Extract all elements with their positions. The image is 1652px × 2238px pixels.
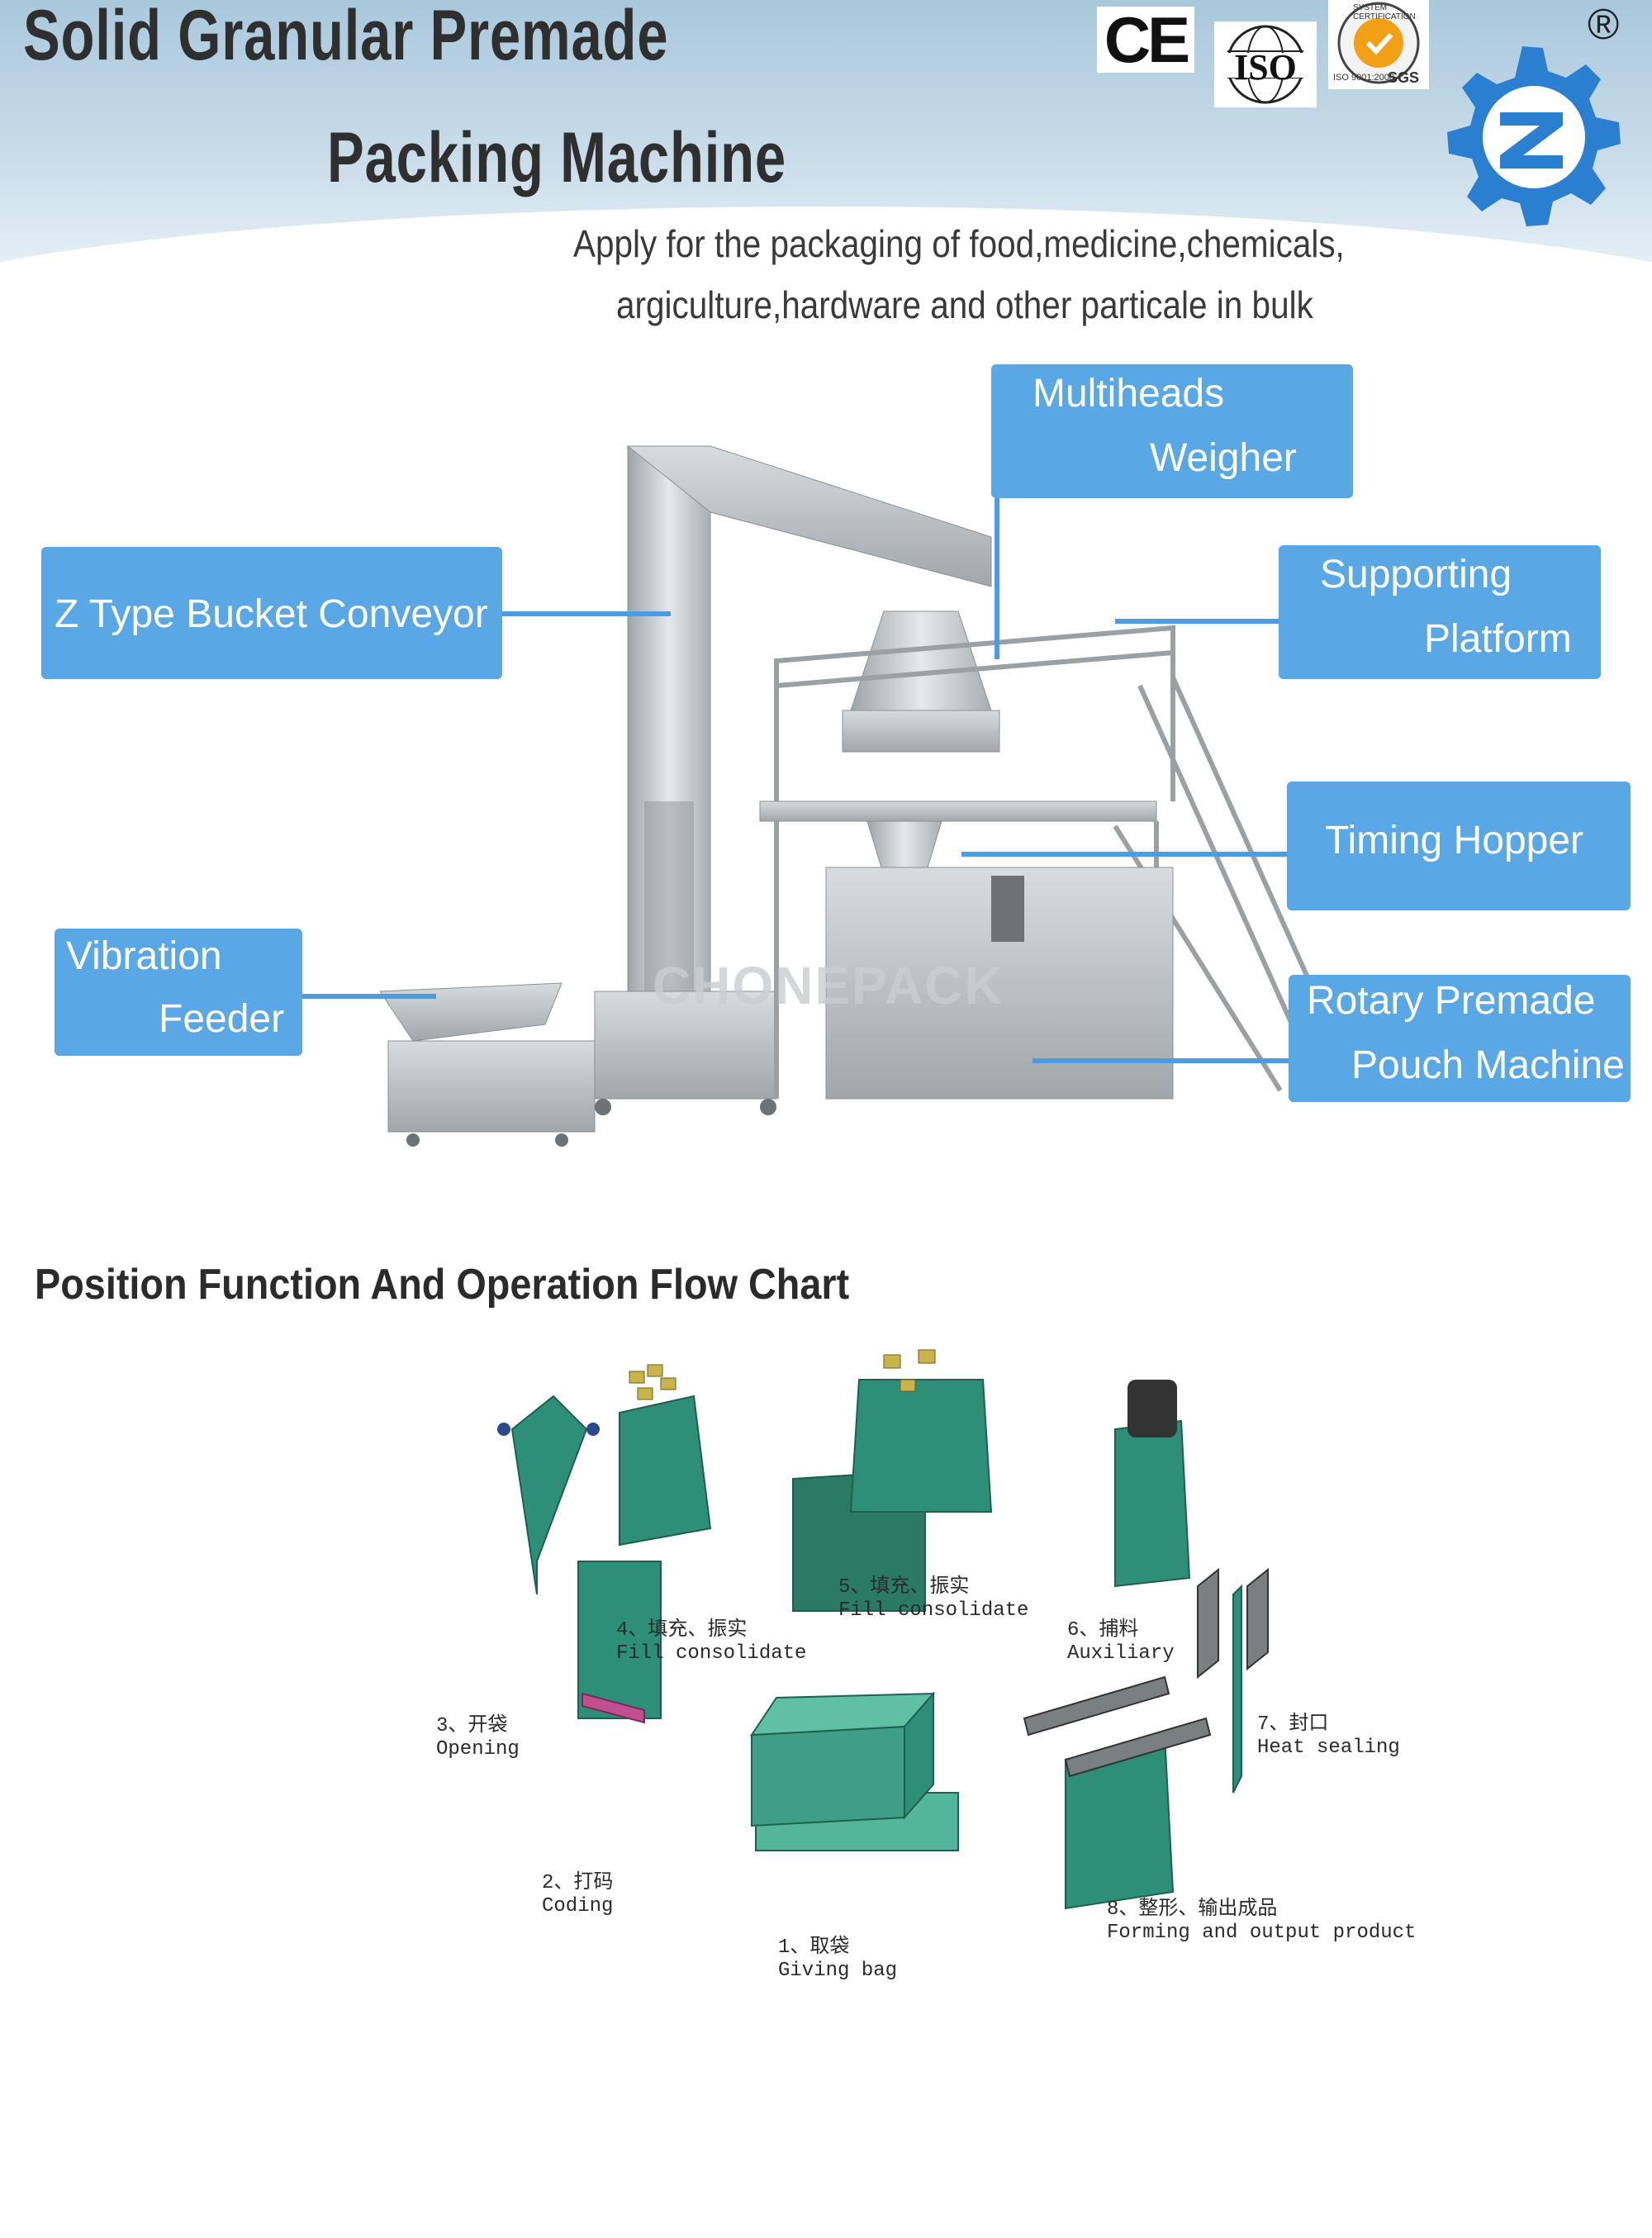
step7-label: 7、封口 Heat sealing: [1257, 1713, 1400, 1760]
step6-label: 6、捕料 Auxiliary: [1067, 1619, 1175, 1665]
step7-label-en: Heat sealing: [1257, 1737, 1400, 1759]
sgs-standard-text: ISO 9001:2000: [1333, 73, 1395, 83]
step3-label-en: Opening: [436, 1738, 520, 1760]
callout-supporting-platform: Supporting Platform: [1279, 545, 1601, 679]
callout-platform-line1: Supporting: [1320, 553, 1512, 596]
callout-vibration-line2: Feeder: [159, 997, 285, 1041]
control-panel: [991, 876, 1024, 942]
step3-opening-bag: [497, 1395, 600, 1595]
company-gear-logo-icon: [1447, 46, 1621, 226]
step4-label: 4、填充、振实 Fill consolidate: [616, 1619, 806, 1665]
step2-label: 2、打码 Coding: [542, 1872, 613, 1918]
conveyor-base: [594, 991, 777, 1100]
banner-wave: [0, 207, 1652, 347]
leader-timing-hopper: [961, 852, 1287, 857]
callout-z-bucket-conveyor: Z Type Bucket Conveyor: [41, 547, 502, 679]
subtitle-line2: argiculture,hardware and other particale…: [616, 283, 1313, 326]
step8-label-en: Forming and output product: [1107, 1922, 1417, 1944]
vibration-feeder-hopper: [379, 982, 563, 1042]
vibration-feeder-body: [387, 1040, 596, 1133]
step1-label-en: Giving bag: [778, 1960, 898, 1982]
weigher-base: [842, 710, 1000, 753]
callout-platform-line2: Platform: [1424, 617, 1572, 661]
iso-text: ISO: [1234, 47, 1297, 88]
packing-machine-illustration: [379, 445, 1357, 1147]
step5-label: 5、填充、振实 Fill consolidate: [838, 1576, 1028, 1623]
callout-bucket-conveyor-text: Z Type Bucket Conveyor: [55, 592, 488, 636]
step4-label-en: Fill consolidate: [616, 1642, 807, 1665]
step3-label: 3、开袋 Opening: [436, 1715, 520, 1761]
callout-multiheads-weigher: Multiheads Weigher: [991, 364, 1353, 498]
subtitle-line1: Apply for the packaging of food,medicine…: [573, 222, 1345, 265]
page-title-line1: Solid Granular Premade: [23, 0, 669, 75]
step5-label-en: Fill consolidate: [838, 1599, 1029, 1622]
ce-mark-text: CE: [1104, 3, 1190, 76]
sgs-certification-icon: SYSTEM CERTIFICATION ISO 9001:2000 SGS: [1328, 0, 1429, 89]
step5-fill-bag: [849, 1349, 993, 1513]
iso-logo-icon: ISO: [1214, 21, 1317, 107]
iso-globe-icon: [1214, 25, 1317, 104]
step6-auxiliary-bag: [1114, 1380, 1269, 1680]
leader-bucket-conveyor: [502, 611, 671, 616]
multihead-weigher: [850, 611, 992, 711]
supporting-platform: [759, 801, 1157, 822]
step4-label-cn: 4、填充、振实: [616, 1619, 748, 1642]
step8-forming-output: [1023, 1675, 1212, 1910]
registered-mark: ®: [1588, 1, 1620, 49]
step1-label: 1、取袋 Giving bag: [778, 1936, 897, 1983]
leader-supporting-platform: [1115, 619, 1279, 624]
step1-bag-stack: [750, 1469, 959, 1851]
step8-label-cn: 8、整形、输出成品: [1107, 1898, 1278, 1921]
step5-label-cn: 5、填充、振实: [838, 1576, 970, 1599]
step8-label: 8、整形、输出成品 Forming and output product: [1107, 1898, 1416, 1945]
leader-rotary-pouch: [1032, 1058, 1289, 1063]
conveyor-top-arm: [626, 445, 992, 587]
callout-timing-hopper: Timing Hopper: [1287, 782, 1631, 910]
step6-label-en: Auxiliary: [1067, 1642, 1175, 1665]
callout-vibration-line1: Vibration: [66, 934, 222, 978]
callout-rotary-pouch-machine: Rotary Premade Pouch Machine: [1289, 975, 1631, 1102]
ce-mark-icon: CE: [1097, 7, 1194, 73]
step2-label-cn: 2、打码: [542, 1872, 614, 1894]
machine-watermark: CHONEPACK: [653, 956, 1004, 1015]
sgs-text: SGS: [1388, 69, 1420, 86]
step6-label-cn: 6、捕料: [1067, 1619, 1139, 1642]
callout-rotary-line1: Rotary Premade: [1307, 979, 1596, 1023]
flow-chart-title: Position Function And Operation Flow Cha…: [35, 1261, 850, 1309]
sgs-ring-text: SYSTEM CERTIFICATION: [1353, 3, 1416, 21]
step7-heat-sealing: [1232, 1584, 1242, 1794]
leader-vibration-feeder: [302, 994, 436, 999]
step1-label-cn: 1、取袋: [778, 1936, 850, 1959]
step3-label-cn: 3、开袋: [436, 1715, 508, 1737]
callout-multiheads-line1: Multiheads: [1032, 372, 1225, 416]
page-title-line2: Packing Machine: [327, 118, 786, 197]
step7-label-cn: 7、封口: [1257, 1713, 1329, 1736]
callout-rotary-line2: Pouch Machine: [1351, 1043, 1625, 1087]
step2-label-en: Coding: [542, 1895, 614, 1917]
step2-coding-bag: [577, 1561, 662, 1724]
callout-multiheads-line2: Weigher: [1150, 436, 1297, 480]
sgs-seal-icon: [1337, 2, 1420, 84]
machine-wheels: [406, 1099, 776, 1147]
callout-vibration-feeder: Vibration Feeder: [55, 929, 302, 1056]
leader-multiheads: [995, 498, 999, 659]
step4-fill-bag: [619, 1364, 712, 1547]
operation-flow-diagram: [497, 1349, 1269, 1910]
callout-timing-hopper-text: Timing Hopper: [1325, 819, 1584, 862]
